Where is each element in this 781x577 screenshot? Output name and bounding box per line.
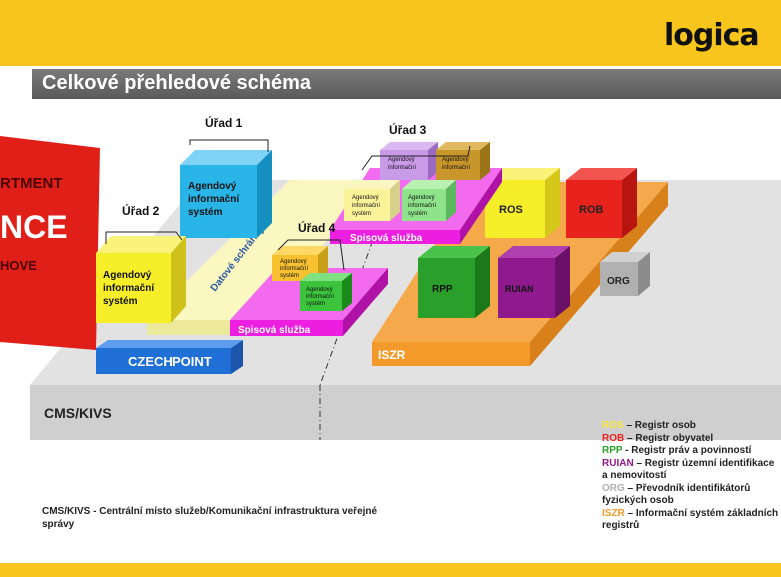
agenda-label: systém	[188, 207, 223, 218]
ros-label: ROS	[499, 204, 523, 216]
agenda-label: informační	[388, 165, 416, 171]
agenda-label: systém	[352, 211, 371, 217]
legend-text: – Registr obyvatel	[624, 432, 714, 444]
urad1-bracket	[189, 139, 269, 152]
urad1-agenda-cube: Agendový informační systém	[180, 150, 272, 238]
urad2-agenda-cube: Agendový informační systém	[96, 236, 186, 323]
top-banner	[0, 0, 781, 66]
poster-text-3: HOVE	[0, 258, 37, 273]
poster-text-1: RTMENT	[0, 175, 63, 192]
rpp-label: RPP	[432, 284, 453, 295]
agenda-label: Agendový	[388, 157, 415, 163]
urad3-green-box: Agendový informační systém	[402, 180, 456, 221]
legend-text: - Registr práv a povinností	[622, 445, 752, 456]
legend-text: – Registr osob	[623, 420, 696, 431]
agenda-label: informační	[306, 294, 334, 300]
agenda-label: systém	[408, 211, 427, 217]
agenda-label: Agendový	[352, 195, 379, 201]
urad2-label: Úřad 2	[122, 203, 160, 218]
agenda-label: Agendový	[188, 181, 237, 192]
agenda-label: informační	[280, 266, 308, 272]
agenda-label: informační	[188, 194, 240, 205]
ruian-cube: RUIAN	[498, 246, 570, 318]
footnote: CMS/KIVS - Centrální místo služeb/Komuni…	[42, 506, 378, 530]
urad3-yellow-box: Agendový informační systém	[344, 180, 400, 221]
legend: ROS – Registr osob ROB – Registr obyvate…	[602, 420, 780, 533]
legend-text: – Informační systém základních registrů	[602, 507, 779, 532]
logica-logo: logica	[664, 18, 760, 53]
slide-title: Celkové přehledové schéma	[42, 72, 312, 94]
org-label: ORG	[607, 276, 630, 287]
agenda-label: Agendový	[408, 195, 435, 201]
legend-abbr: ROS	[602, 420, 624, 431]
urad4-green-box: Agendový informační systém	[300, 273, 352, 311]
legend-item: ROS – Registr osob	[602, 420, 780, 433]
title-bar	[32, 69, 781, 99]
agenda-label: informační	[442, 165, 470, 171]
agenda-label: informační	[408, 203, 436, 209]
urad4-yellow-box: Agendový informační systém	[272, 246, 328, 281]
rob-cube: ROB	[566, 168, 637, 238]
legend-item: ORG – Převodník identifikátorů fyzických…	[602, 483, 780, 508]
rpp-cube: RPP	[418, 246, 490, 318]
urad3-label: Úřad 3	[389, 122, 427, 137]
legend-item: RPP - Registr práv a povinností	[602, 445, 780, 458]
agenda-label: systém	[103, 296, 138, 307]
czechpoint-box: CZECH POINT	[96, 340, 243, 374]
urad3-purple-box: Agendový informační	[380, 142, 438, 180]
legend-abbr: RPP	[602, 445, 623, 456]
spisova-sluzba-label: Spisová služba	[238, 325, 311, 336]
legend-text: – Registr územní identifikace a nemovito…	[602, 457, 775, 482]
agenda-label: Agendový	[442, 157, 469, 163]
czechpoint-label-b: POINT	[172, 354, 212, 369]
urad4-bracket	[277, 239, 345, 271]
legend-text: – Převodník identifikátorů fyzických oso…	[602, 482, 751, 507]
legend-abbr: ISZR	[602, 507, 625, 519]
rob-label: ROB	[579, 204, 604, 216]
ros-cube: ROS	[485, 168, 560, 238]
platform-label: CMS/KIVS	[44, 405, 112, 421]
urad3-bracket	[361, 145, 471, 171]
poster-text-2: NCE	[0, 209, 68, 245]
red-poster: RTMENT NCE HOVE	[0, 136, 100, 350]
legend-item: ISZR – Informační systém základních regi…	[602, 508, 780, 533]
legend-abbr: ROB	[602, 432, 625, 444]
legend-abbr: ORG	[602, 482, 625, 494]
iszr-label: ISZR	[378, 348, 406, 362]
legend-item: RUIAN – Registr územní identifikace a ne…	[602, 458, 780, 483]
agenda-label: informační	[103, 283, 155, 294]
urad2-bracket	[105, 231, 183, 244]
agenda-label: systém	[306, 301, 325, 307]
org-cube: ORG	[600, 252, 650, 296]
bottom-banner	[0, 563, 781, 577]
legend-abbr: RUIAN	[602, 457, 634, 469]
ruian-label: RUIAN	[505, 284, 534, 294]
agenda-label: Agendový	[103, 270, 152, 281]
legend-item: ROB – Registr obyvatel	[602, 433, 780, 446]
agenda-label: Agendový	[280, 259, 307, 265]
agenda-label: Agendový	[306, 287, 333, 293]
urad4-label: Úřad 4	[298, 220, 336, 235]
platform-front	[30, 385, 781, 440]
agenda-label: systém	[280, 273, 299, 279]
spisova-sluzba-label: Spisová služba	[350, 233, 423, 244]
agenda-label: informační	[352, 203, 380, 209]
czechpoint-label-a: CZECH	[128, 354, 173, 369]
urad1-label: Úřad 1	[205, 115, 243, 130]
urad3-gold-box: Agendový informační	[436, 142, 490, 180]
